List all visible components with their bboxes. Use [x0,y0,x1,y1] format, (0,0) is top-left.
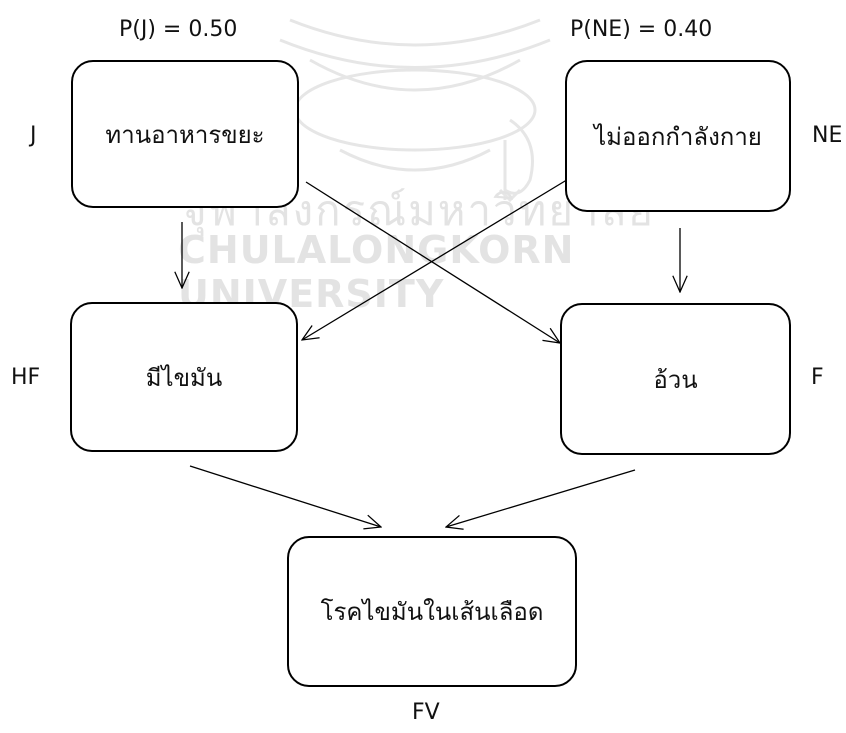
prior-probability-ne: P(NE) = 0.40 [570,17,713,42]
node-no-exercise[interactable]: ไม่ออกกำลังกาย [565,60,791,212]
node-high-fat[interactable]: มีไขมัน [70,302,298,452]
node-fatty-vessel[interactable]: โรคไขมันในเส้นเลือด [287,536,577,687]
edge-hf-to-fv [189,465,381,527]
node-junk-food-label: ทานอาหารขยะ [105,120,265,149]
edge-ne-to-hf [302,177,571,340]
edge-j-to-f [305,181,560,343]
node-junk-food[interactable]: ทานอาหารขยะ [71,60,299,208]
node-no-exercise-label: ไม่ออกกำลังกาย [594,122,762,151]
edge-f-to-fv [446,469,636,527]
prior-probability-j: P(J) = 0.50 [119,17,238,42]
node-code-ne: NE [812,123,843,148]
node-fat-label: อ้วน [653,365,698,394]
watermark-latin-text: CHULALONGKORN UNIVERSITY [178,228,575,316]
node-code-hf: HF [11,365,41,390]
node-code-f: F [811,365,824,390]
node-fat[interactable]: อ้วน [560,303,791,455]
node-code-fv: FV [412,700,440,725]
node-code-j: J [30,123,37,148]
node-high-fat-label: มีไขมัน [145,363,223,392]
node-fatty-vessel-label: โรคไขมันในเส้นเลือด [320,598,544,626]
